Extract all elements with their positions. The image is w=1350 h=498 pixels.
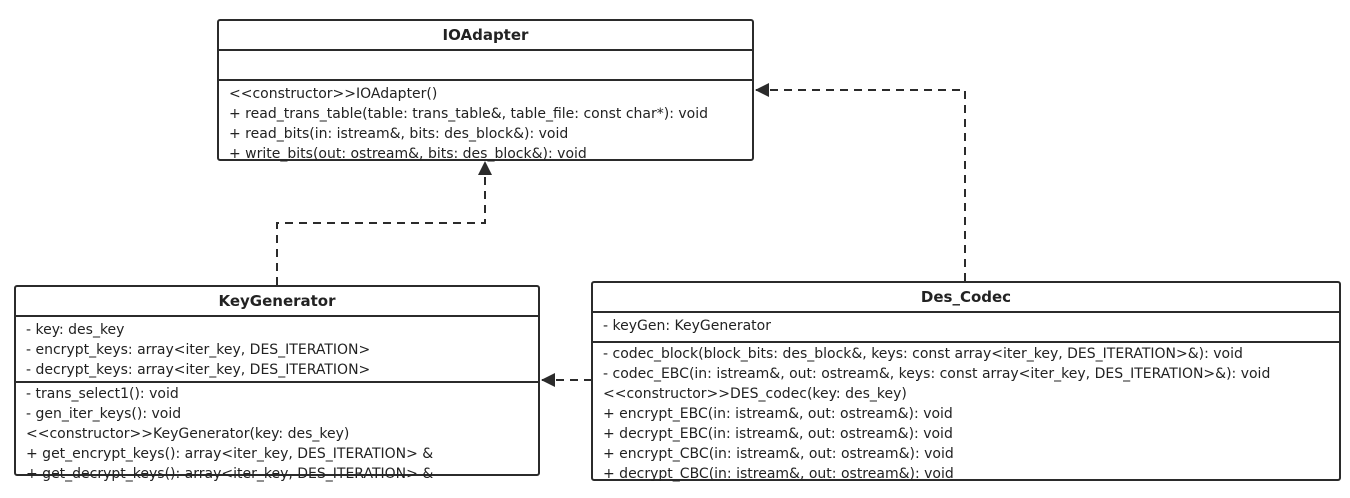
class-name-des-codec: Des_Codec	[593, 283, 1339, 313]
operation: - codec_EBC(in: istream&, out: ostream&,…	[603, 366, 1271, 382]
attribute: - decrypt_keys: array<iter_key, DES_ITER…	[26, 362, 371, 378]
operation: + encrypt_CBC(in: istream&, out: ostream…	[603, 446, 954, 462]
operations-ioadapter: <<constructor>>IOAdapter() + read_trans_…	[219, 81, 752, 164]
attributes-ioadapter	[219, 51, 752, 81]
class-keygenerator[interactable]: KeyGenerator - key: des_key - encrypt_ke…	[14, 285, 540, 482]
dependency-keygenerator-ioadapter	[276, 161, 492, 285]
operation: + decrypt_CBC(in: istream&, out: ostream…	[603, 466, 954, 482]
class-ioadapter[interactable]: IOAdapter <<constructor>>IOAdapter() + r…	[217, 19, 754, 164]
attribute: - encrypt_keys: array<iter_key, DES_ITER…	[26, 342, 371, 358]
operation: + decrypt_EBC(in: istream&, out: ostream…	[603, 426, 953, 442]
attribute: - key: des_key	[26, 322, 125, 338]
operation: + get_decrypt_keys(): array<iter_key, DE…	[26, 466, 434, 482]
operations-des-codec: - codec_block(block_bits: des_block&, ke…	[593, 343, 1339, 484]
class-name-ioadapter: IOAdapter	[219, 21, 752, 51]
operation: + get_encrypt_keys(): array<iter_key, DE…	[26, 446, 434, 462]
operation: <<constructor>>DES_codec(key: des_key)	[603, 386, 907, 402]
operation: - gen_iter_keys(): void	[26, 406, 182, 422]
operation: <<constructor>>KeyGenerator(key: des_key…	[26, 426, 350, 442]
class-name-keygenerator: KeyGenerator	[16, 287, 538, 317]
class-des-codec[interactable]: Des_Codec - keyGen: KeyGenerator - codec…	[591, 281, 1341, 484]
dependency-descodec-ioadapter	[755, 83, 966, 281]
operation: - trans_select1(): void	[26, 386, 179, 402]
operation: + write_bits(out: ostream&, bits: des_bl…	[229, 146, 587, 162]
operations-keygenerator: - trans_select1(): void - gen_iter_keys(…	[16, 383, 538, 484]
operation: + read_bits(in: istream&, bits: des_bloc…	[229, 126, 569, 142]
operation: + read_trans_table(table: trans_table&, …	[229, 106, 708, 122]
attributes-keygenerator: - key: des_key - encrypt_keys: array<ite…	[16, 317, 538, 383]
operation: <<constructor>>IOAdapter()	[229, 86, 438, 102]
attributes-des-codec: - keyGen: KeyGenerator	[593, 313, 1339, 343]
operation: + encrypt_EBC(in: istream&, out: ostream…	[603, 406, 953, 422]
attribute: - keyGen: KeyGenerator	[603, 318, 771, 334]
operation: - codec_block(block_bits: des_block&, ke…	[603, 346, 1243, 362]
